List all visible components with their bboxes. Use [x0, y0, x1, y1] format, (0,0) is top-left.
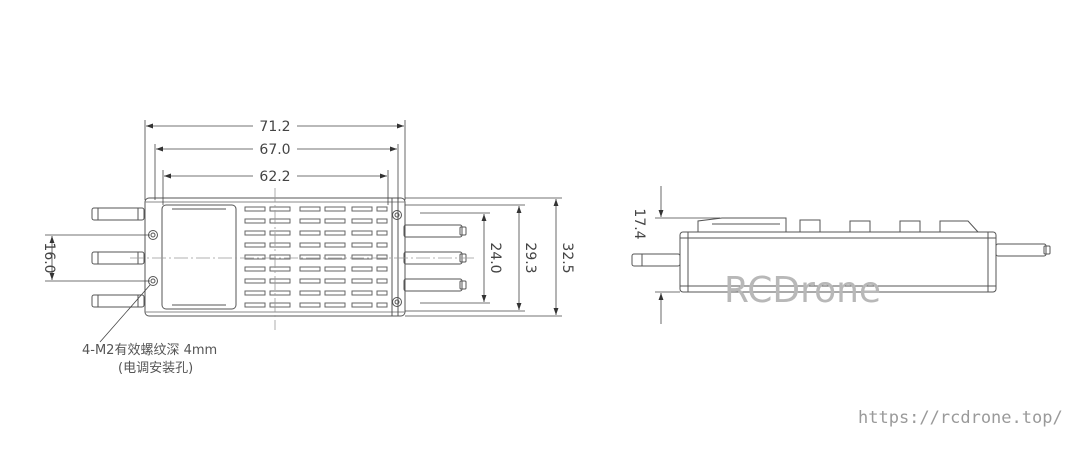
left-wires [91, 207, 145, 308]
dim-height-mid: 29.3 [522, 242, 538, 273]
dim-width-overall: 71.2 [259, 119, 290, 135]
top-view [91, 188, 475, 330]
dim-width-mid: 67.0 [259, 142, 290, 158]
heatsink-fins [244, 206, 388, 308]
side-view-dimensions [655, 186, 720, 324]
dim-height-holes: 16.0 [41, 242, 57, 273]
hole-note-line1: 4-M2有效螺纹深 4mm [82, 343, 217, 358]
dim-height-overall: 32.5 [559, 242, 575, 273]
watermark: RCDrone [724, 270, 881, 311]
heatsink-profile [697, 217, 979, 233]
centerlines [130, 188, 475, 330]
capacitor-block [161, 204, 237, 310]
dim-width-inner: 62.2 [259, 169, 290, 185]
side-view [631, 217, 1051, 293]
side-dim-height: 17.4 [631, 208, 647, 239]
dim-height-inner: 24.0 [487, 242, 503, 273]
hole-note-line2: (电调安装孔) [118, 361, 193, 376]
mounting-holes [148, 210, 402, 307]
source-url[interactable]: https://rcdrone.top/ [858, 408, 1063, 428]
